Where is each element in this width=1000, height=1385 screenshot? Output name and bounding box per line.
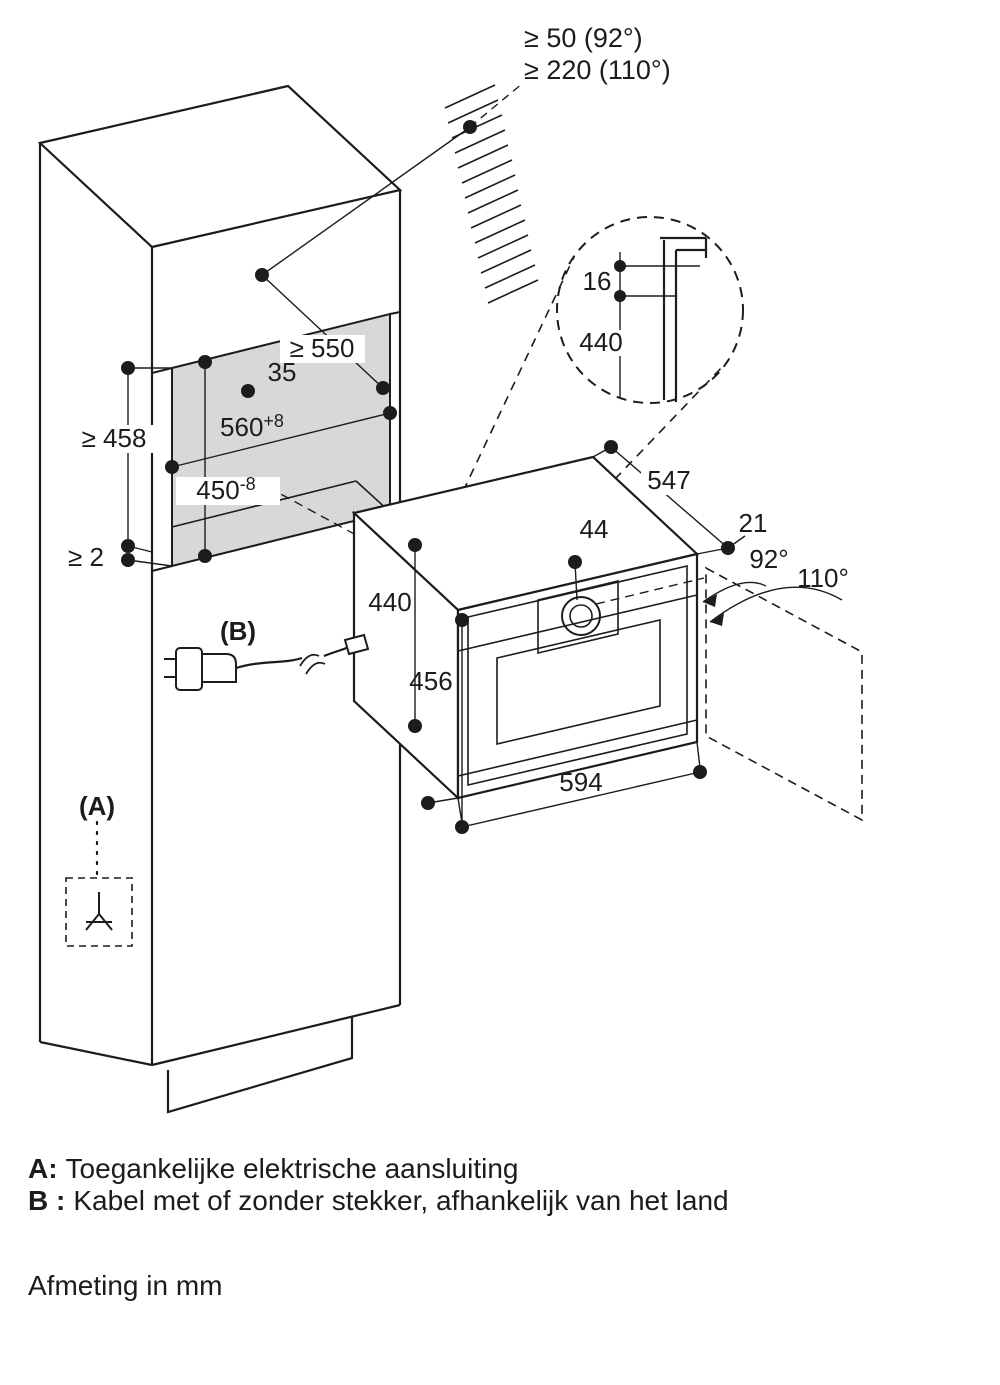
- dimension-lines: [127, 274, 746, 828]
- detail-gap-label: 16: [583, 266, 612, 296]
- label-backgrounds: [68, 330, 699, 505]
- wall-hatching-icon: [444, 84, 539, 304]
- detail-circle: [556, 216, 744, 404]
- control-knob-icon: [561, 596, 601, 636]
- niche-width-label: 560+8: [220, 411, 284, 442]
- dimension-points: [121, 120, 735, 834]
- oven-width-label: 594: [559, 767, 602, 797]
- legend: A:Toegankelijke elektrische aansluiting …: [28, 1153, 729, 1301]
- note-b: B :Kabel met of zonder stekker, afhankel…: [28, 1185, 729, 1216]
- niche-height-label: 450-8: [196, 474, 255, 505]
- niche-min-height-label: ≥ 458: [82, 423, 147, 453]
- callout-b-label: (B): [220, 616, 256, 646]
- dimension-labels: ≥ 50 (92°) ≥ 220 (110°) 16 440 ≥ 550 35 …: [68, 23, 849, 821]
- niche-front-offset-label: 35: [268, 357, 297, 387]
- wall-clearance-line2: ≥ 220 (110°): [524, 55, 671, 85]
- cable-break-icon: [299, 653, 320, 667]
- niche-bottom-gap-label: ≥ 2: [68, 542, 104, 572]
- cable-connector-icon: [343, 633, 370, 656]
- oven-depth-label: 547: [647, 465, 690, 495]
- tall-cabinet: [37, 84, 403, 1114]
- oven-height-label: 440: [368, 587, 411, 617]
- wall-clearance-line1: ≥ 50 (92°): [524, 23, 643, 53]
- door-angle-92-label: 92°: [749, 544, 788, 574]
- door-swing: [595, 566, 863, 822]
- callout-a-label: (A): [79, 791, 115, 821]
- niche-depth-label: ≥ 550: [290, 333, 355, 363]
- units-note: Afmeting in mm: [28, 1270, 223, 1301]
- door-angle-110-label: 110°: [797, 563, 849, 593]
- note-a: A:Toegankelijke elektrische aansluiting: [28, 1153, 518, 1184]
- connection-a: [65, 820, 133, 947]
- oven: [351, 455, 700, 801]
- door-gap-label: 21: [739, 508, 768, 538]
- power-cable: [164, 633, 370, 691]
- wall-leader-lines: [261, 82, 524, 276]
- detail-height-label: 440: [579, 327, 622, 357]
- plug-icon: [175, 647, 203, 691]
- oven-front-height-label: 456: [409, 666, 452, 696]
- electrical-connection-symbol-icon: [85, 892, 113, 931]
- arrow-92-icon: [703, 594, 717, 607]
- control-panel: [537, 579, 619, 655]
- arrow-110-icon: [710, 613, 724, 626]
- knob-offset-label: 44: [580, 514, 609, 544]
